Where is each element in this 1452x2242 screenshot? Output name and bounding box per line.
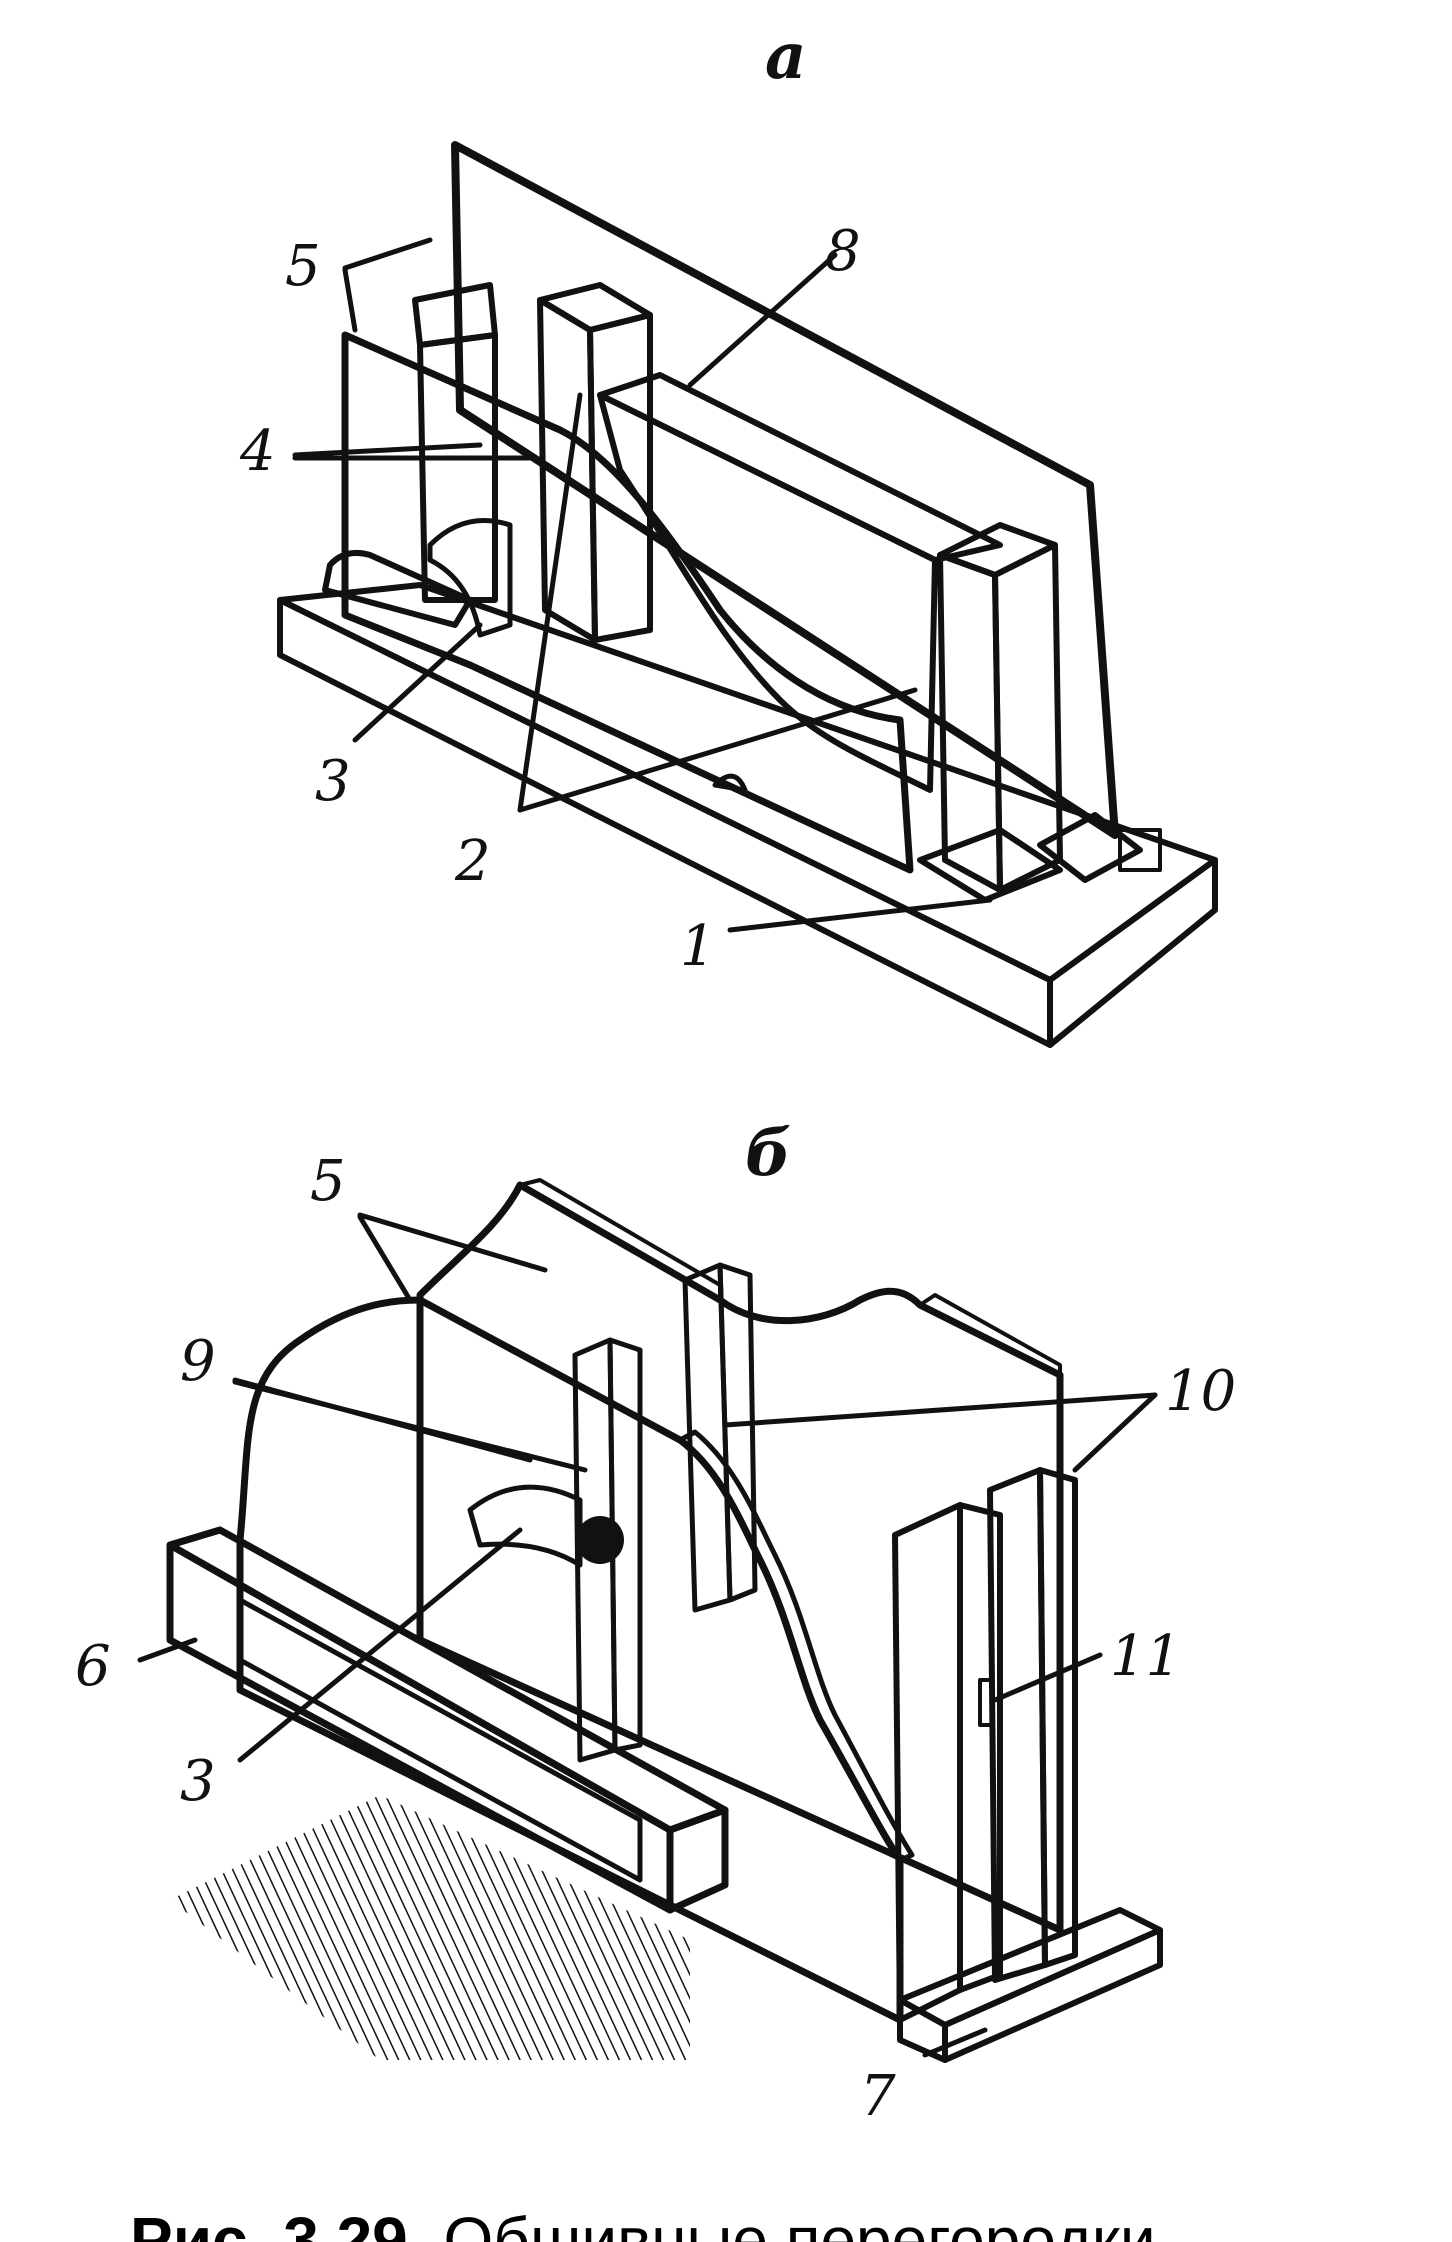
callout-leaders-b [137, 1212, 1158, 2058]
back-sheathing-b [416, 1181, 1064, 1934]
caption-text: Обшивные перегородки [444, 2204, 1156, 2242]
callout-a-8: 8 [825, 219, 861, 284]
callout-b-5: 5 [310, 1149, 346, 1214]
panel-a-letter: а [765, 19, 806, 94]
floor-hatch-b [170, 1795, 690, 2060]
callout-a-1: 1 [680, 914, 716, 979]
callout-b-10: 10 [1165, 1359, 1236, 1424]
joint-tape-b [467, 1484, 583, 1568]
callout-b-11: 11 [1110, 1624, 1181, 1689]
figure-caption: Рис. 3.29. Обшивные перегородки [130, 2204, 1156, 2242]
callout-leaders-a [292, 237, 993, 933]
callout-b-9: 9 [180, 1329, 216, 1394]
caption-prefix: Рис. 3.29. [130, 2204, 426, 2242]
callout-b-7: 7 [860, 2064, 896, 2129]
floor-slab-a [277, 582, 1218, 1048]
panel-a: а [239, 19, 1218, 1048]
frame-studs-a [412, 282, 653, 643]
bottom-plate-a [917, 812, 1162, 903]
insulation-board [597, 372, 1003, 793]
steel-stud-right [892, 1467, 1078, 2023]
back-sheathing-sheet [451, 141, 1119, 839]
callout-a-4: 4 [239, 419, 276, 484]
callout-a-2: 2 [454, 829, 491, 894]
panel-b: б [75, 1116, 1236, 2129]
front-sheathing-sheet [341, 331, 914, 874]
bottom-track-b [897, 1907, 1163, 2063]
callout-a-3: 3 [315, 749, 351, 814]
callout-b-3: 3 [180, 1749, 216, 1814]
callout-b-6: 6 [75, 1634, 111, 1699]
callout-a-5: 5 [285, 234, 321, 299]
right-stud-a [937, 522, 1063, 893]
skirting-board [166, 1526, 729, 1914]
panel-b-letter: б [745, 1116, 791, 1191]
joint-tape-a [427, 518, 513, 638]
